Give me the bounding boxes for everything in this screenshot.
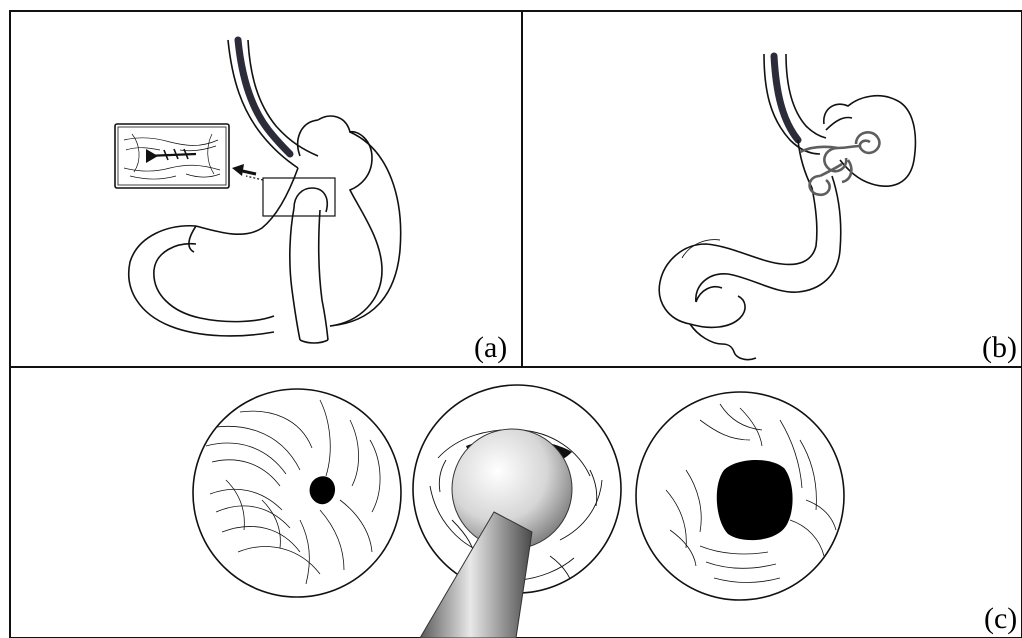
lumen-3	[717, 460, 793, 540]
endoscopic-view-1	[193, 389, 401, 597]
endoscopic-view-3	[636, 392, 844, 600]
endoscopic-view-2	[413, 385, 621, 638]
panel-c-label: (c)	[984, 604, 1017, 634]
zoom-box	[263, 178, 335, 216]
coils	[800, 132, 879, 194]
panel-a-illustration	[115, 40, 401, 343]
panel-b-illustration	[659, 54, 915, 360]
panel-a-label: (a)	[474, 333, 507, 363]
panel-b-label: (b)	[982, 333, 1017, 363]
